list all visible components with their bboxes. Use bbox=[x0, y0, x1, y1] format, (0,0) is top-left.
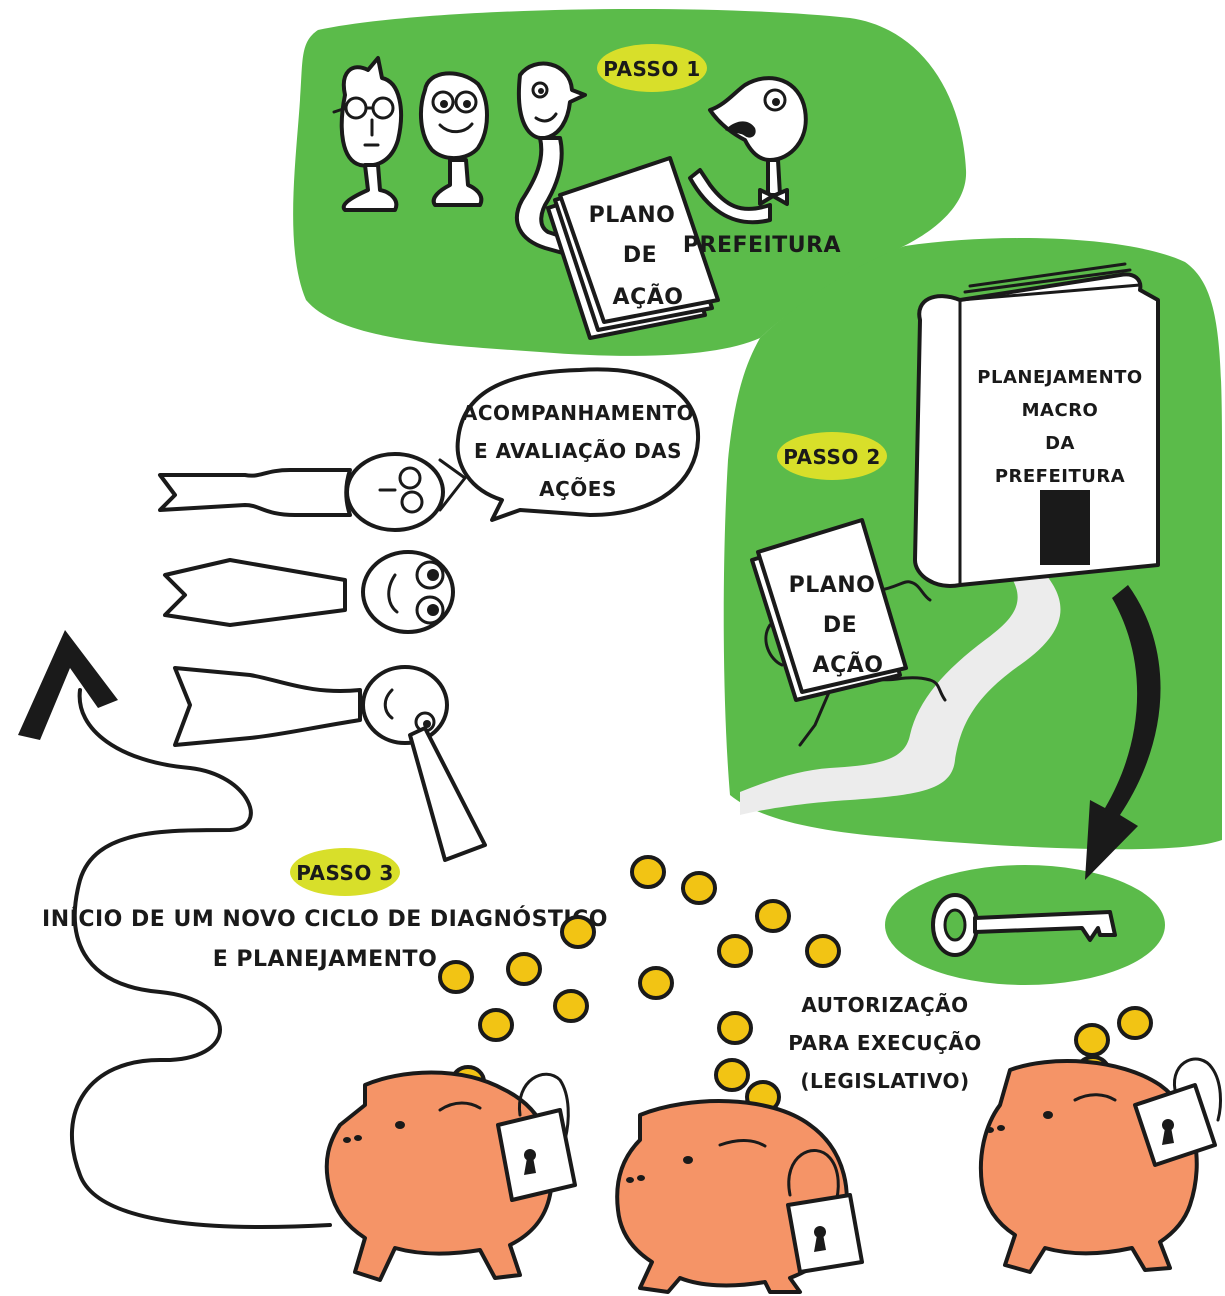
book-icon: PLANEJAMENTO MACRO DA PREFEITURA bbox=[915, 264, 1158, 586]
piggy-bank-icon bbox=[981, 1061, 1197, 1272]
authorization-line-3: (LEGISLATIVO) bbox=[800, 1069, 969, 1093]
book-line-3: DA bbox=[1045, 433, 1075, 454]
step3-badge-label: PASSO 3 bbox=[296, 861, 394, 885]
coin-icon bbox=[719, 936, 751, 966]
step2-plan-line-2: DE bbox=[823, 613, 857, 638]
step2-plan-line-3: AÇÃO bbox=[813, 652, 884, 678]
coin-icon bbox=[480, 1010, 512, 1040]
book-line-2: MACRO bbox=[1022, 400, 1099, 421]
coin-icon bbox=[440, 962, 472, 992]
coin-icon bbox=[807, 936, 839, 966]
person-icon bbox=[160, 454, 465, 530]
padlock-icon bbox=[1135, 1059, 1220, 1165]
step3-caption-line-1: INÍCIO DE UM NOVO CICLO DE DIAGNÓSTICO bbox=[42, 906, 608, 932]
coin-icon bbox=[719, 1013, 751, 1043]
coin-icon bbox=[683, 873, 715, 903]
step1-badge-label: PASSO 1 bbox=[603, 57, 701, 81]
arrow-head bbox=[18, 630, 118, 740]
coin-icon bbox=[757, 901, 789, 931]
book-line-4: PREFEITURA bbox=[995, 466, 1125, 487]
coin-icon bbox=[716, 1060, 748, 1090]
coin-icon bbox=[555, 991, 587, 1021]
step2-plan-line-1: PLANO bbox=[789, 573, 876, 598]
speech-line-2: E AVALIAÇÃO DAS bbox=[474, 439, 682, 463]
coin-icon bbox=[562, 917, 594, 947]
coin-icon bbox=[640, 968, 672, 998]
step3-caption-line-2: E PLANEJAMENTO bbox=[213, 947, 438, 972]
coin-icon bbox=[1119, 1008, 1151, 1038]
coin-icon bbox=[632, 857, 664, 887]
speech-line-3: AÇÕES bbox=[539, 477, 617, 501]
speech-line-1: ACOMPANHAMENTO bbox=[462, 401, 694, 425]
step1-plan-line-2: DE bbox=[623, 243, 657, 268]
authorization-line-2: PARA EXECUÇÃO bbox=[788, 1031, 981, 1055]
city-hall-label: PREFEITURA bbox=[683, 233, 841, 258]
step1-plan-line-1: PLANO bbox=[589, 203, 676, 228]
step2-badge-label: PASSO 2 bbox=[783, 445, 881, 469]
step1-plan-line-3: AÇÃO bbox=[613, 284, 684, 310]
authorization-line-1: AUTORIZAÇÃO bbox=[801, 993, 968, 1017]
book-line-1: PLANEJAMENTO bbox=[977, 367, 1142, 388]
person-icon bbox=[165, 552, 453, 632]
coin-icon bbox=[508, 954, 540, 984]
coin-icon bbox=[1076, 1025, 1108, 1055]
